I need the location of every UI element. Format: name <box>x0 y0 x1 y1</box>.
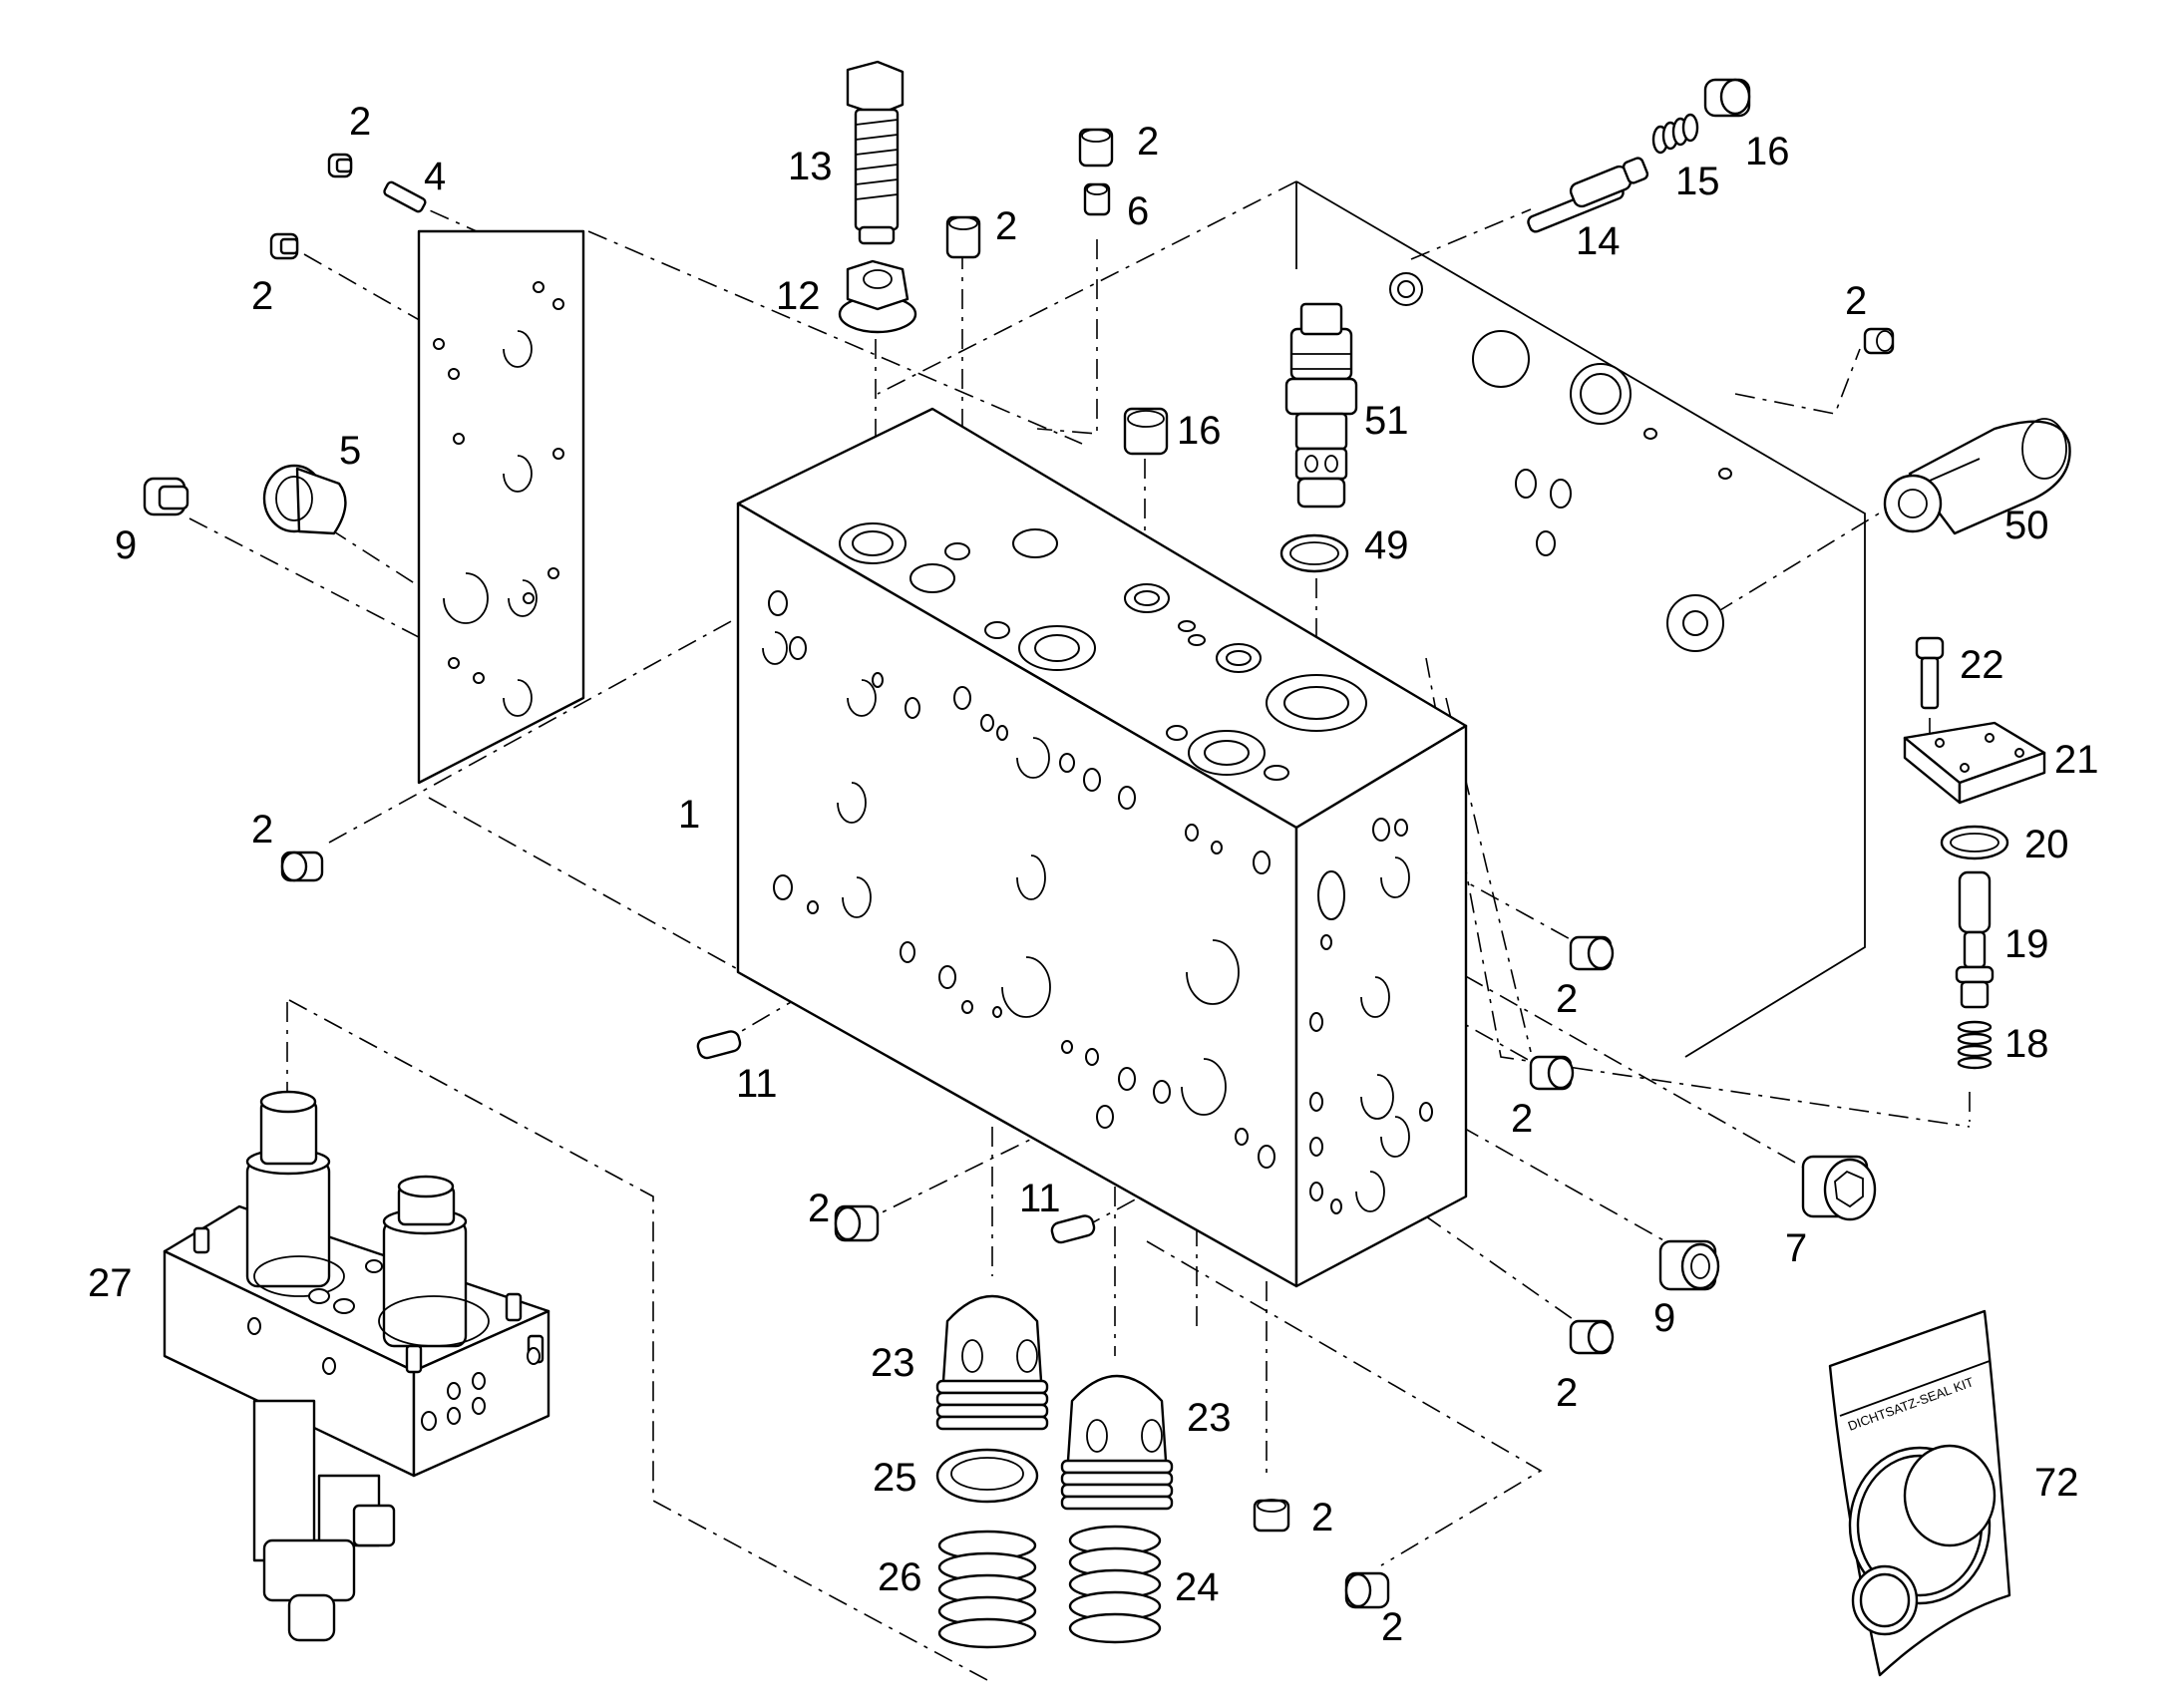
callout-4: 4 <box>424 155 446 198</box>
callout-26: 26 <box>878 1555 922 1599</box>
spool-14 <box>1527 157 1649 233</box>
callout-2: 2 <box>1381 1605 1403 1649</box>
seal-kit-bag-72: DICHTSATZ-SEAL KIT <box>1828 1309 2011 1677</box>
port-hole <box>1472 330 1530 388</box>
bolt-13 <box>846 60 905 245</box>
plug-16-right <box>1703 78 1751 118</box>
plug-2-lower-left <box>280 851 324 882</box>
callout-24: 24 <box>1175 1565 1220 1609</box>
main-valve-block <box>736 407 1468 1288</box>
plug-5 <box>262 464 347 535</box>
callout-20: 20 <box>2024 823 2069 866</box>
callout-25: 25 <box>873 1456 917 1500</box>
callout-14: 14 <box>1576 219 1621 263</box>
callout-2: 2 <box>349 100 371 144</box>
plug-2-right <box>1863 327 1895 355</box>
callout-49: 49 <box>1364 523 1409 567</box>
plug-16-center <box>1123 407 1169 456</box>
callout-1: 1 <box>678 793 700 837</box>
plug-2-left <box>269 232 299 260</box>
callout-labels: 2 4 2 5 9 2 13 12 2 2 6 16 51 49 14 15 1… <box>88 100 2099 1649</box>
plug-2-right-block-lower <box>1569 1319 1615 1355</box>
part-plugs <box>143 60 2071 1649</box>
callout-2: 2 <box>1137 120 1159 164</box>
callout-2: 2 <box>1845 279 1867 323</box>
cover-plate-21 <box>1903 721 2046 805</box>
plug-2-top-left <box>327 153 353 178</box>
plug-9-right <box>1658 1239 1720 1291</box>
callout-18: 18 <box>2004 1022 2049 1066</box>
pin-11-upper <box>696 1030 742 1060</box>
plug-2-bottom-a <box>1253 1499 1290 1533</box>
solenoid-valve-assembly-27 <box>163 1090 550 1642</box>
callout-6: 6 <box>1127 189 1149 233</box>
callout-2: 2 <box>1511 1097 1533 1141</box>
piston-23-right <box>1060 1375 1174 1511</box>
callout-50: 50 <box>2004 504 2049 547</box>
plug-2-right-block-mid <box>1529 1055 1575 1091</box>
callout-23: 23 <box>871 1341 915 1385</box>
plug-7 <box>1801 1155 1877 1221</box>
gasket-plate <box>417 229 585 785</box>
oring-49 <box>1279 533 1349 573</box>
plug-2-bottom-b <box>1344 1571 1390 1609</box>
callout-72: 72 <box>2034 1461 2079 1505</box>
callout-22: 22 <box>1960 643 2004 687</box>
ring-25 <box>935 1448 1039 1504</box>
callout-16: 16 <box>1177 409 1222 453</box>
spring-18 <box>1957 1020 1993 1070</box>
spring-15 <box>1651 113 1699 155</box>
callout-9: 9 <box>1653 1296 1675 1340</box>
plug-2-right-block-upper <box>1569 935 1615 971</box>
cartridge-51 <box>1284 302 1358 509</box>
plug-2-lower-mid <box>834 1204 880 1242</box>
callout-2: 2 <box>995 204 1017 248</box>
plug-6 <box>1083 182 1111 216</box>
plug-2-upper-mid <box>945 215 981 259</box>
callout-12: 12 <box>776 274 821 318</box>
callout-21: 21 <box>2054 738 2099 782</box>
plug-2-top-center <box>1078 128 1114 168</box>
oring-20 <box>1940 825 2009 860</box>
callout-2: 2 <box>808 1187 830 1230</box>
callout-23: 23 <box>1187 1396 1232 1440</box>
callout-2: 2 <box>1556 977 1578 1021</box>
callout-2: 2 <box>251 274 273 318</box>
callout-19: 19 <box>2004 922 2049 966</box>
callout-15: 15 <box>1675 160 1720 203</box>
pin-4 <box>383 180 427 213</box>
back-housing <box>1295 180 1866 1058</box>
callout-2: 2 <box>1556 1371 1578 1415</box>
pin-11-lower <box>1050 1214 1096 1244</box>
nut-12 <box>838 259 917 334</box>
callout-51: 51 <box>1364 399 1409 443</box>
callout-11: 11 <box>1019 1177 1061 1220</box>
callout-16: 16 <box>1745 130 1790 173</box>
screw-22 <box>1915 636 1945 710</box>
callout-13: 13 <box>788 145 833 188</box>
callout-9: 9 <box>115 523 137 567</box>
callout-27: 27 <box>88 1261 133 1305</box>
piston-23-left <box>935 1295 1049 1431</box>
relief-valve-50 <box>1883 418 2071 535</box>
spring-26 <box>937 1530 1037 1649</box>
plug-9-left <box>143 477 189 516</box>
callout-7: 7 <box>1785 1226 1807 1270</box>
callout-11: 11 <box>736 1062 778 1106</box>
piston-19 <box>1955 870 1995 1009</box>
callout-2: 2 <box>1311 1496 1333 1539</box>
callout-5: 5 <box>339 429 361 473</box>
callout-2: 2 <box>251 808 273 852</box>
spring-24 <box>1068 1525 1162 1644</box>
